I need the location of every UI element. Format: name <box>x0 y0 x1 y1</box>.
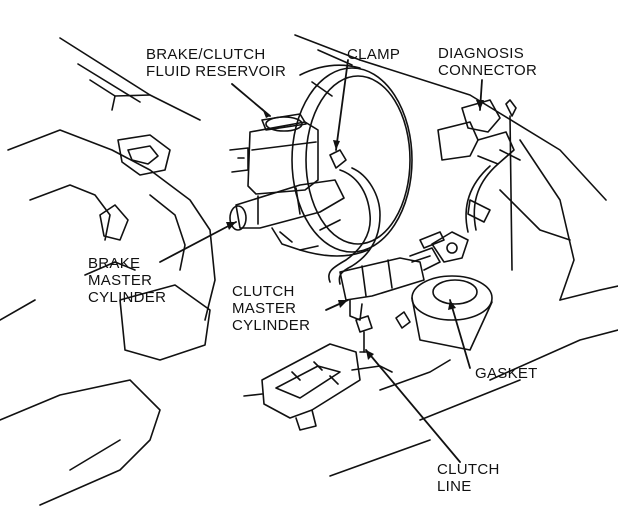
label-gasket: GASKET <box>475 365 538 382</box>
label-line: CLUTCH <box>437 461 500 478</box>
label-line: BRAKE/CLUTCH <box>146 46 266 63</box>
arrow-reservoir <box>262 108 270 118</box>
leader-brake-master <box>159 221 237 263</box>
firewall-right <box>329 59 618 477</box>
leader-clutch-line <box>365 349 461 463</box>
gasket-flange <box>411 231 469 263</box>
label-line: CYLINDER <box>232 317 311 334</box>
label-line: LINE <box>437 478 472 495</box>
arrow-clutch-line <box>366 350 374 360</box>
label-line: CONNECTOR <box>438 62 538 79</box>
leader-lines <box>159 59 483 463</box>
label-clutch-master-cylinder: CLUTCH MASTER CYLINDER <box>232 283 310 334</box>
leader-clamp <box>335 59 349 151</box>
arrow-clamp <box>333 140 340 150</box>
fender-outline <box>59 34 361 121</box>
clutch-master-cylinder <box>339 247 441 321</box>
label-clamp: CLAMP <box>347 46 400 63</box>
label-line: CLUTCH <box>232 283 295 300</box>
strut-tower <box>395 275 493 351</box>
arrow-diagnosis <box>476 100 484 110</box>
label-line: GASKET <box>475 365 538 382</box>
label-line: FLUID RESERVOIR <box>146 63 287 80</box>
leader-gasket <box>449 299 471 369</box>
label-brake-master-cylinder: BRAKE MASTER CYLINDER <box>88 255 166 306</box>
label-line: DIAGNOSIS <box>438 45 525 62</box>
label-brake-clutch-fluid-reservoir: BRAKE/CLUTCH FLUID RESERVOIR <box>146 46 286 80</box>
label-line: CYLINDER <box>88 289 167 306</box>
arrow-clutch-master <box>338 300 348 308</box>
brake-booster <box>291 64 413 257</box>
label-line: MASTER <box>232 300 297 317</box>
label-diagnosis-connector: DIAGNOSIS CONNECTOR <box>438 45 537 79</box>
label-line: MASTER <box>88 272 153 289</box>
arrow-gasket <box>448 300 456 310</box>
diagnosis-connector <box>437 99 521 271</box>
label-line: BRAKE <box>88 255 141 272</box>
engine-block <box>0 129 216 506</box>
arrow-brake-master <box>226 222 236 230</box>
clutch-line-fitting <box>355 315 373 353</box>
fluid-reservoir <box>229 113 319 195</box>
label-clutch-line: CLUTCH LINE <box>437 461 500 495</box>
label-line: CLAMP <box>347 46 401 63</box>
brake-master-cylinder <box>229 179 345 251</box>
arrowheads <box>226 100 484 360</box>
